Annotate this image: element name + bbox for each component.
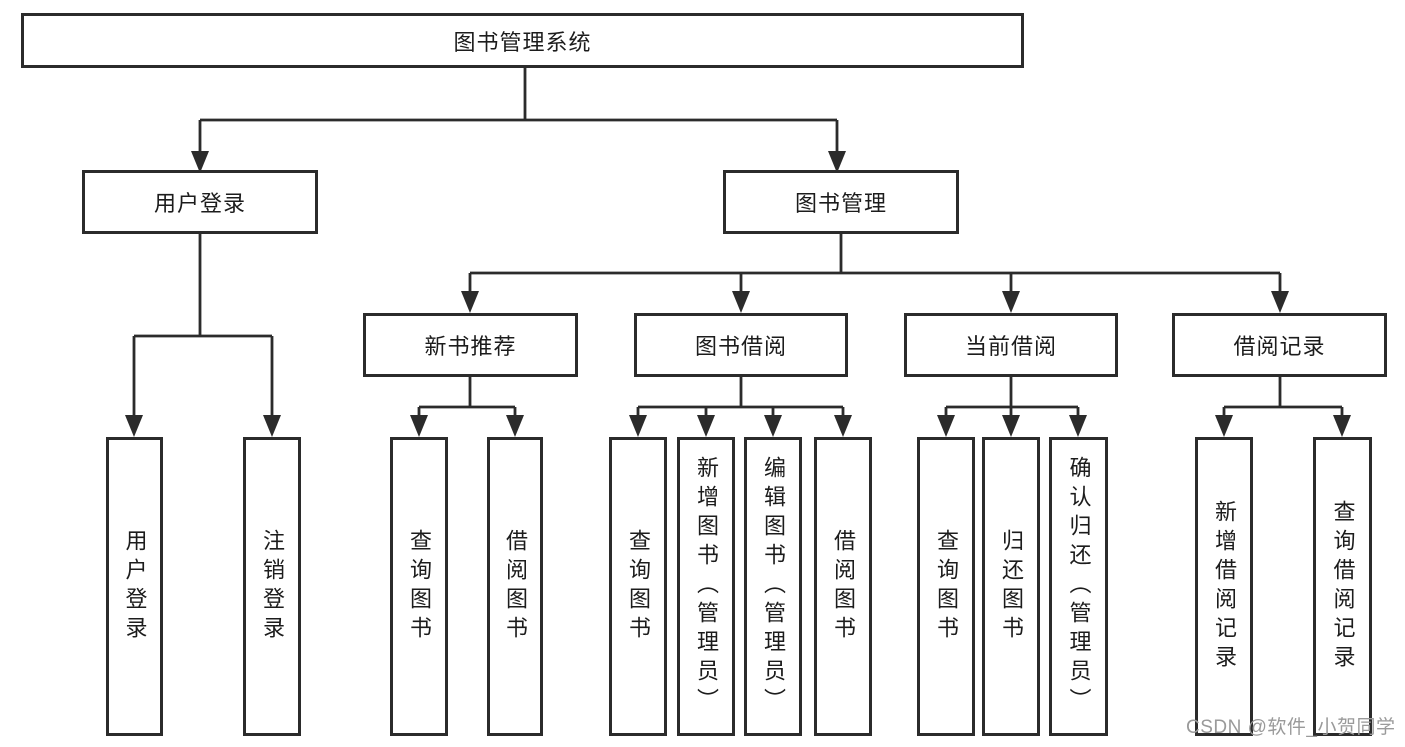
arrow-down-icon bbox=[191, 151, 209, 173]
leaf-user-login: 用户登录 bbox=[106, 437, 163, 736]
node-user-login: 用户登录 bbox=[82, 170, 318, 234]
arrow-down-icon bbox=[1333, 415, 1351, 437]
node-current-borrowing: 当前借阅 bbox=[904, 313, 1118, 377]
arrow-down-icon bbox=[125, 415, 143, 437]
arrow-down-icon bbox=[764, 415, 782, 437]
arrow-down-icon bbox=[1002, 415, 1020, 437]
leaf-current-confirm-return-admin: 确认归还（管理员） bbox=[1049, 437, 1108, 736]
leaf-logout: 注销登录 bbox=[243, 437, 301, 736]
connector-borrowing-records-to-leaves bbox=[1222, 377, 1344, 420]
node-borrowing-records: 借阅记录 bbox=[1172, 313, 1387, 377]
arrow-down-icon bbox=[834, 415, 852, 437]
node-book-management: 图书管理 bbox=[723, 170, 959, 234]
node-library-management-system: 图书管理系统 bbox=[21, 13, 1024, 68]
arrow-down-icon bbox=[937, 415, 955, 437]
leaf-current-query-books: 查询图书 bbox=[917, 437, 975, 736]
node-book-borrowing: 图书借阅 bbox=[634, 313, 848, 377]
connector-book-management-to-level3 bbox=[468, 234, 1282, 295]
leaf-newbook-borrow-books: 借阅图书 bbox=[487, 437, 543, 736]
connector-current-borrowing-to-leaves bbox=[944, 377, 1080, 420]
connector-user-login-to-leaves bbox=[132, 234, 274, 420]
arrow-down-icon bbox=[732, 291, 750, 313]
arrow-down-icon bbox=[1002, 291, 1020, 313]
leaf-borrowing-add-books-admin: 新增图书（管理员） bbox=[677, 437, 735, 736]
leaf-current-return-books: 归还图书 bbox=[982, 437, 1040, 736]
node-new-book-recommendation: 新书推荐 bbox=[363, 313, 578, 377]
leaf-borrowing-query-books: 查询图书 bbox=[609, 437, 667, 736]
leaf-newbook-query-books: 查询图书 bbox=[390, 437, 448, 736]
arrow-down-icon bbox=[263, 415, 281, 437]
arrow-down-icon bbox=[410, 415, 428, 437]
leaf-borrowing-edit-books-admin: 编辑图书（管理员） bbox=[744, 437, 802, 736]
connector-root-to-level2 bbox=[198, 68, 839, 156]
arrow-down-icon bbox=[461, 291, 479, 313]
leaf-records-query-borrow-record: 查询借阅记录 bbox=[1313, 437, 1372, 736]
arrow-down-icon bbox=[1215, 415, 1233, 437]
connector-book-borrowing-to-leaves bbox=[636, 377, 845, 420]
arrow-down-icon bbox=[506, 415, 524, 437]
arrow-down-icon bbox=[629, 415, 647, 437]
csdn-watermark: CSDN @软件_小贺同学 bbox=[1186, 717, 1396, 738]
leaf-borrowing-borrow-books: 借阅图书 bbox=[814, 437, 872, 736]
arrow-down-icon bbox=[1271, 291, 1289, 313]
connector-new-book-to-leaves bbox=[417, 377, 517, 420]
arrow-down-icon bbox=[828, 151, 846, 173]
arrow-down-icon bbox=[697, 415, 715, 437]
leaf-records-add-borrow-record: 新增借阅记录 bbox=[1195, 437, 1253, 736]
arrow-down-icon bbox=[1069, 415, 1087, 437]
